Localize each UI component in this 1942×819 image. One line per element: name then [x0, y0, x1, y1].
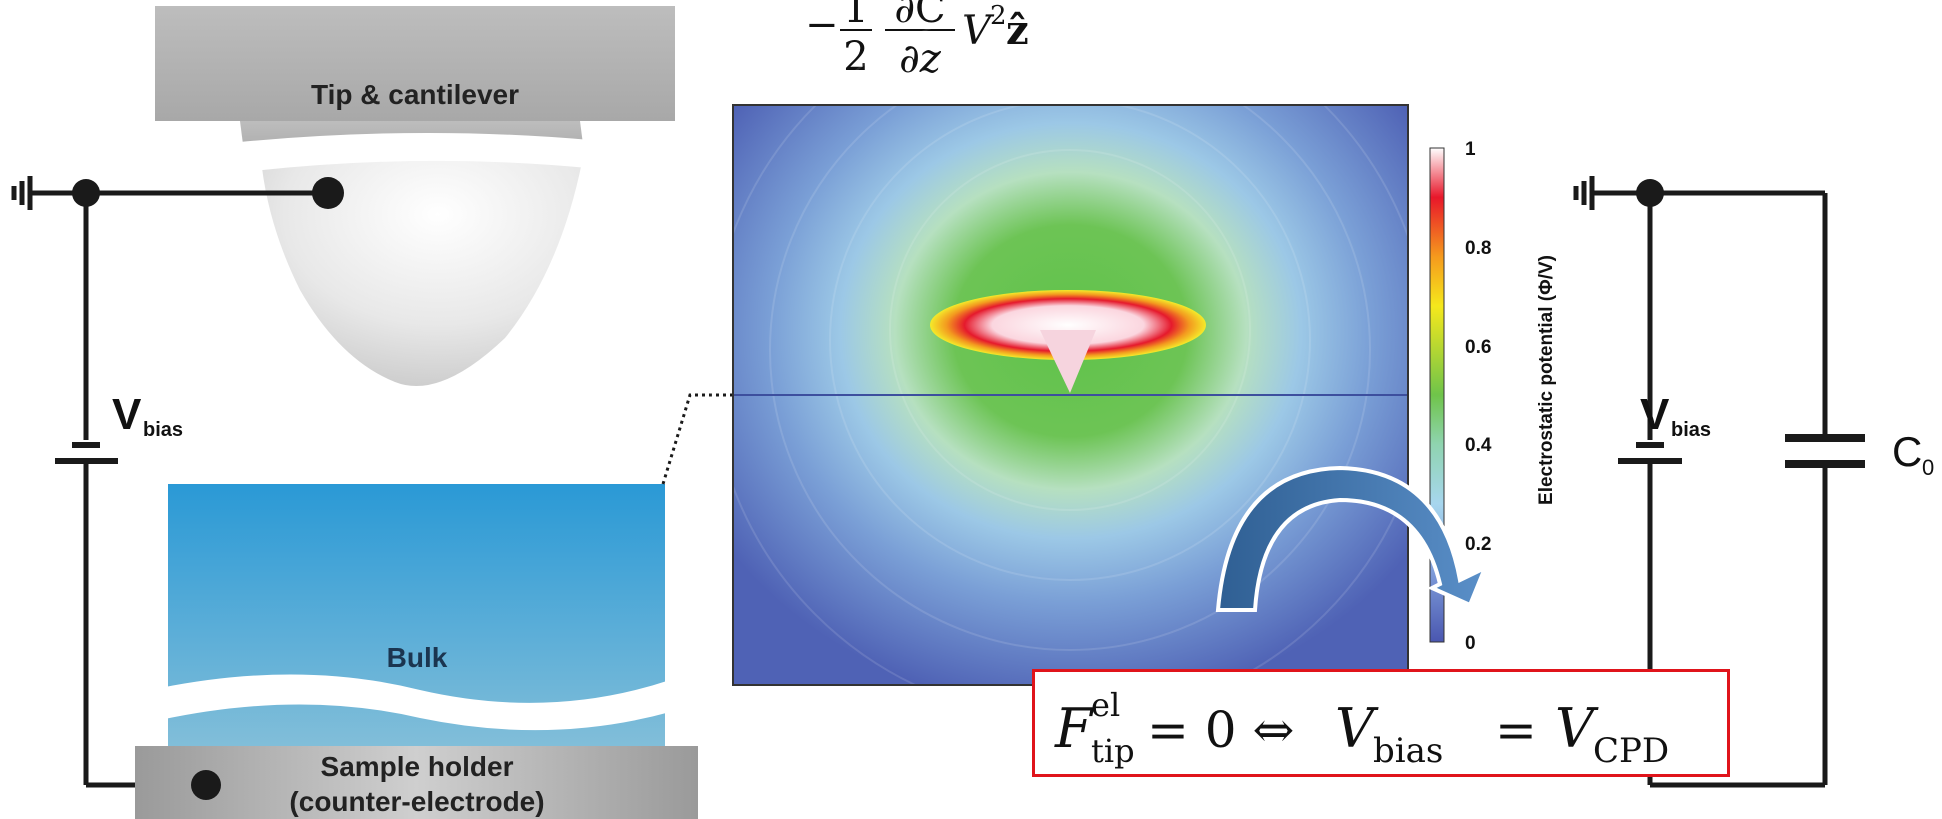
kpfm-condition-box: F el tip = 0 ⇔ V bias = V CPD — [1032, 669, 1730, 777]
right-junction-node — [1636, 179, 1664, 207]
capacitor-icon — [1785, 434, 1865, 468]
left-battery-icon — [55, 442, 118, 464]
cond-V2: V — [1555, 697, 1599, 760]
formula-num2: ∂C — [894, 0, 945, 32]
tip-field-lobe — [930, 290, 1206, 360]
right-battery-icon — [1618, 442, 1682, 464]
left-vbias-label: V — [112, 390, 142, 439]
tip-break-gap — [240, 132, 590, 172]
colorbar-title: Electrostatic potential (Φ/V) — [1536, 255, 1557, 505]
bulk-label: Bulk — [387, 642, 448, 673]
cond-eq: = — [1495, 701, 1537, 759]
formula-v: V — [962, 8, 995, 54]
holder-contact-node — [191, 770, 221, 800]
capacitor-subscript: 0 — [1922, 455, 1934, 480]
tip-contact-node — [312, 177, 344, 209]
cantilever-body — [155, 6, 675, 121]
zoom-connector-line — [661, 393, 733, 485]
cond-V2-sub: CPD — [1593, 731, 1669, 771]
colorbar-tick-1: 1 — [1465, 139, 1476, 160]
capacitor-label: C — [1892, 428, 1922, 475]
colorbar-tick-0.2: 0.2 — [1465, 534, 1491, 555]
formula-zhat: ẑ — [1006, 7, 1029, 54]
cond-F: F — [1054, 697, 1095, 760]
potential-map — [709, 0, 1431, 721]
bulk-break-gap — [160, 674, 670, 731]
cond-eq0: = 0 ⇔ — [1147, 701, 1294, 759]
left-vbias-subscript: bias — [143, 419, 183, 441]
formula-exp: 2 — [990, 1, 1007, 31]
kpfm-condition: F el tip = 0 ⇔ V bias = V CPD — [1054, 686, 1669, 771]
left-junction-node — [72, 179, 100, 207]
cond-F-sup: el — [1091, 686, 1120, 724]
left-circuit-wires — [30, 190, 328, 788]
cond-F-sub: tip — [1091, 732, 1135, 770]
curved-arrow-icon — [1215, 465, 1489, 612]
right-circuit-wires — [1590, 190, 1828, 788]
formula-minus: − — [805, 2, 839, 48]
tip-body — [262, 157, 582, 387]
cond-V1-sub: bias — [1373, 731, 1443, 771]
right-vbias-label: V — [1640, 390, 1670, 439]
colorbar-tick-0.4: 0.4 — [1465, 435, 1492, 456]
tip-label: Tip & cantilever — [311, 79, 519, 110]
sample-holder — [135, 746, 698, 819]
holder-label-line1: Sample holder — [321, 751, 514, 782]
right-ground-icon — [1573, 176, 1595, 210]
force-formula: − 1 2 ∂C ∂z V 2 ẑ — [805, 0, 1029, 82]
cond-V1: V — [1335, 697, 1379, 760]
left-ground-icon — [11, 176, 33, 210]
colorbar-tick-0: 0 — [1465, 633, 1476, 654]
colorbar-tick-0.6: 0.6 — [1465, 337, 1491, 358]
tip-apex — [1040, 330, 1096, 393]
right-vbias-subscript: bias — [1671, 419, 1711, 441]
formula-num1: 1 — [843, 0, 868, 32]
formula-den1: 2 — [843, 34, 868, 80]
holder-label-line2: (counter-electrode) — [289, 786, 544, 817]
colorbar-tick-0.8: 0.8 — [1465, 238, 1491, 259]
formula-den2: ∂z — [899, 36, 942, 82]
